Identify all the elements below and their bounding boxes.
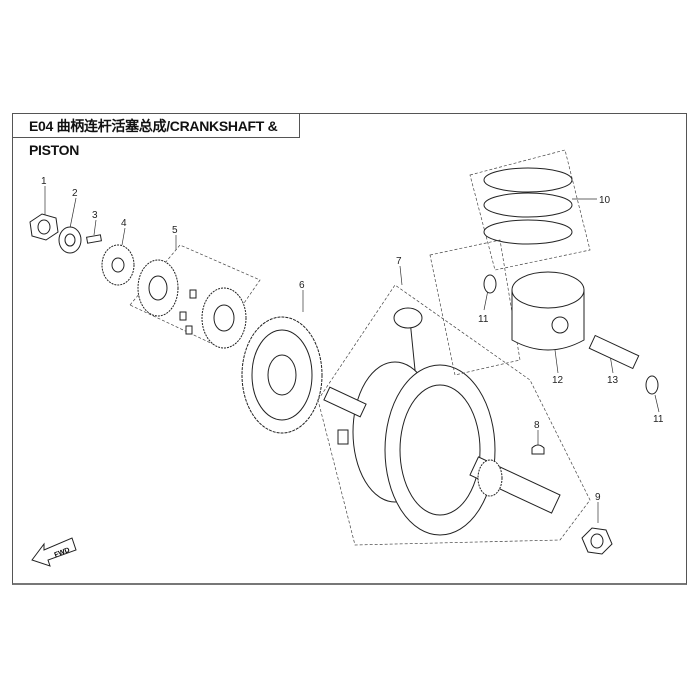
diagram-title: E04 曲柄连杆活塞总成/CRANKSHAFT & PISTON — [12, 113, 300, 158]
part-piston-pin-clip[interactable] — [645, 375, 659, 395]
part-crankshaft-nut[interactable] — [581, 527, 613, 555]
part-piston-pin[interactable] — [588, 334, 640, 370]
part-washer[interactable] — [58, 226, 82, 254]
part-driven-gear[interactable] — [241, 316, 323, 434]
callout-6: 6 — [299, 280, 305, 291]
part-pin[interactable] — [86, 234, 102, 244]
callout-11b: 11 — [653, 414, 664, 425]
callout-13: 13 — [607, 375, 619, 386]
part-piston-rings[interactable] — [469, 149, 591, 271]
callout-8: 8 — [534, 420, 540, 431]
part-piston-pin-clip[interactable] — [483, 274, 497, 294]
part-bevel-gear[interactable] — [101, 244, 135, 286]
diagram-frame — [12, 113, 687, 585]
part-nut[interactable] — [29, 213, 59, 241]
part-woodruff-key[interactable] — [531, 444, 545, 455]
callout-10: 10 — [599, 195, 611, 206]
callouts: 1 2 3 4 5 6 7 8 9 10 11 12 13 11 — [41, 176, 664, 503]
callout-3: 3 — [92, 210, 98, 221]
callout-7: 7 — [396, 256, 402, 267]
forward-arrow-icon: FWD — [31, 537, 77, 567]
callout-4: 4 — [121, 218, 127, 229]
callout-2: 2 — [72, 188, 78, 199]
part-piston[interactable] — [429, 239, 585, 376]
callout-12: 12 — [552, 375, 564, 386]
callout-11a: 11 — [478, 314, 489, 325]
part-crankshaft[interactable] — [317, 284, 591, 546]
callout-9: 9 — [595, 492, 601, 503]
callout-1: 1 — [41, 176, 47, 187]
part-gear-set[interactable] — [129, 244, 261, 349]
callout-5: 5 — [172, 225, 178, 236]
